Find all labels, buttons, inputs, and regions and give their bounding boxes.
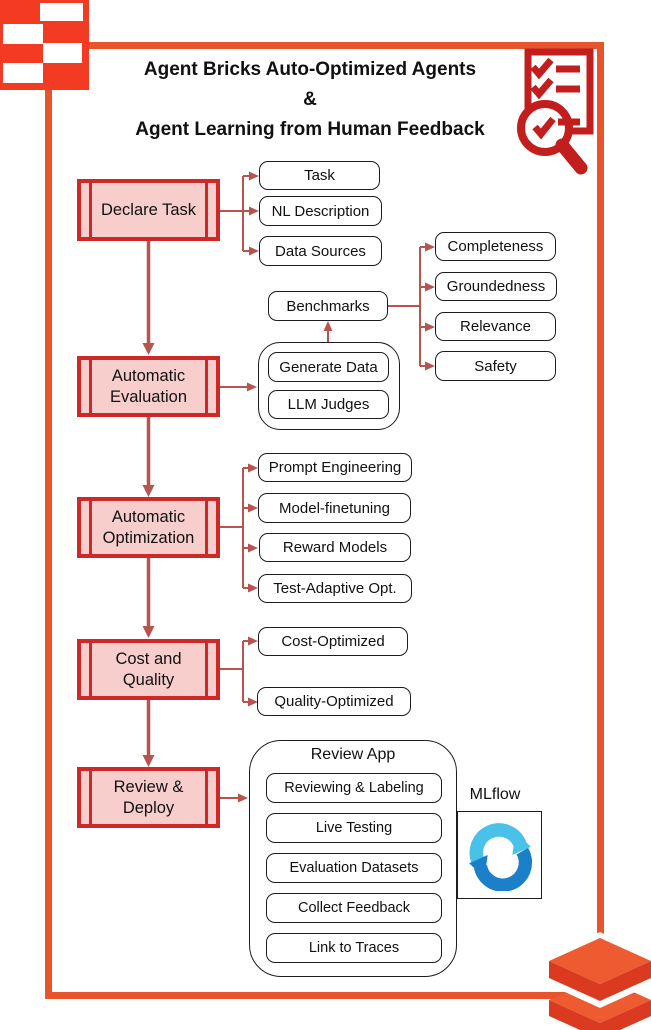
process-bar: [205, 643, 208, 696]
process-bar: [89, 501, 92, 554]
process-bar: [205, 360, 208, 413]
node-model-finetuning: Model-finetuning: [258, 493, 411, 523]
node-nl-description: NL Description: [259, 196, 382, 226]
tile: [43, 43, 82, 63]
node-reward-models: Reward Models: [259, 533, 411, 562]
node-test-adaptive-opt: Test-Adaptive Opt.: [258, 574, 412, 603]
frame-border: [45, 42, 604, 999]
stage-label: Automatic Evaluation: [109, 366, 188, 406]
stage-review-deploy: Review & Deploy: [77, 767, 220, 828]
mlflow-box: [457, 811, 542, 899]
databricks-bricks-logo: [543, 932, 651, 1030]
node-cost-optimized: Cost-Optimized: [258, 627, 408, 656]
node-prompt-engineering: Prompt Engineering: [258, 453, 412, 482]
stage-automatic-optimization: Automatic Optimization: [77, 497, 220, 558]
node-completeness: Completeness: [435, 232, 556, 261]
page-title: Agent Bricks Auto-Optimized Agents & Age…: [80, 55, 540, 145]
node-link-to-traces: Link to Traces: [266, 933, 442, 963]
title-line-1: Agent Bricks Auto-Optimized Agents: [143, 59, 477, 80]
mlflow-logo-icon: [468, 823, 532, 891]
node-relevance: Relevance: [435, 312, 556, 341]
mlflow-label: MLflow: [469, 786, 521, 803]
node-safety: Safety: [435, 351, 556, 381]
node-data-sources: Data Sources: [259, 236, 382, 266]
tile: [3, 24, 43, 44]
stage-automatic-evaluation: Automatic Evaluation: [77, 356, 220, 417]
node-quality-optimized: Quality-Optimized: [257, 687, 411, 716]
title-ampersand: &: [303, 89, 317, 110]
review-app-title: Review App: [310, 746, 396, 763]
tile: [3, 63, 43, 83]
node-llm-judges: LLM Judges: [268, 390, 389, 419]
node-collect-feedback: Collect Feedback: [266, 893, 442, 923]
process-bar: [89, 183, 92, 237]
process-bar: [205, 183, 208, 237]
stage-label: Review & Deploy: [113, 777, 184, 817]
title-line-2: Agent Learning from Human Feedback: [135, 119, 485, 140]
process-bar: [205, 501, 208, 554]
stage-label: Cost and Quality: [115, 649, 182, 689]
process-bar: [89, 360, 92, 413]
databricks-tiles-logo: [0, 0, 89, 90]
process-bar: [89, 771, 92, 824]
node-groundedness: Groundedness: [435, 272, 557, 301]
stage-declare-task: Declare Task: [77, 179, 220, 241]
node-live-testing: Live Testing: [266, 813, 442, 843]
node-evaluation-datasets: Evaluation Datasets: [266, 853, 442, 883]
process-bar: [205, 771, 208, 824]
stage-label: Declare Task: [100, 200, 197, 219]
node-generate-data: Generate Data: [268, 352, 389, 382]
process-bar: [89, 643, 92, 696]
stage-cost-and-quality: Cost and Quality: [77, 639, 220, 700]
node-reviewing-labeling: Reviewing & Labeling: [266, 773, 442, 803]
stage-label: Automatic Optimization: [102, 507, 195, 547]
tile: [40, 3, 83, 21]
node-task: Task: [259, 161, 380, 190]
node-benchmarks: Benchmarks: [268, 291, 388, 321]
checklist-magnifier-icon: [517, 48, 594, 175]
